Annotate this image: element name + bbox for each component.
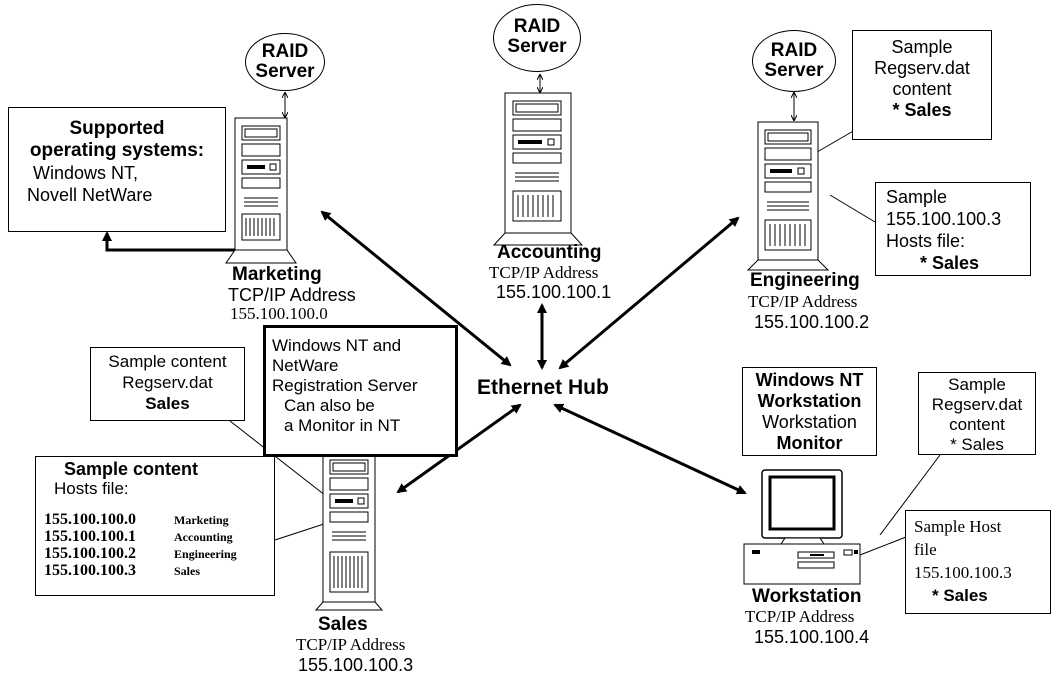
engineering-name: Engineering (750, 270, 860, 291)
callout-eng-hosts (829, 194, 876, 223)
sales-regserv-line2: Regserv.dat (122, 373, 213, 392)
ws-label-line3: Workstation (762, 412, 857, 432)
hosts-row-ip: 155.100.100.3 (44, 562, 136, 579)
supported-os-line2: operating systems: (29, 140, 205, 161)
reg-server-line2: NetWare (272, 356, 339, 375)
registration-server-note: Windows NT and NetWare Registration Serv… (263, 325, 458, 457)
ws-regserv-line4: * Sales (950, 435, 1004, 454)
hosts-row: 155.100.100.1 Accounting (44, 528, 274, 545)
link-os-marketing (102, 231, 245, 255)
hosts-row-name: Sales (174, 564, 201, 578)
hosts-row: 155.100.100.3 Sales (44, 562, 274, 579)
link-marketing-hub (320, 210, 512, 367)
reg-server-line5: a Monitor in NT (284, 416, 401, 435)
hosts-row-name: Accounting (174, 530, 233, 544)
sales-name: Sales (318, 614, 368, 635)
ethernet-hub-label: Ethernet Hub (477, 376, 609, 399)
hosts-row-name: Marketing (174, 513, 229, 527)
hosts-row-ip: 155.100.100.2 (44, 545, 136, 562)
marketing-addr-label: TCP/IP Address (228, 285, 356, 305)
accounting-name: Accounting (497, 242, 602, 263)
reg-server-line3: Registration Server (272, 376, 418, 395)
supported-os-note: Supported operating systems: Windows NT,… (8, 107, 226, 232)
ws-label-line2: Workstation (757, 391, 862, 411)
callout-ws-regserv (879, 454, 941, 536)
eng-hosts-line3: Hosts file: (886, 231, 966, 251)
sales-hosts-note: Sample content Hosts file: 155.100.100.0… (35, 456, 275, 596)
sales-addr-label: TCP/IP Address (296, 635, 406, 654)
supported-os-line1: Supported (69, 118, 165, 139)
accounting-addr-label: TCP/IP Address (489, 263, 599, 282)
callout-sales-regserv (229, 420, 336, 504)
ws-regserv-note: Sample Regserv.dat content * Sales (918, 372, 1036, 455)
ws-regserv-line2: Regserv.dat (931, 395, 1023, 414)
ws-hosts-line2: file (914, 540, 937, 559)
ws-hosts-line1: Sample Host (914, 517, 1002, 536)
sales-hosts-subtitle: Hosts file: (54, 479, 129, 498)
accounting-ip: 155.100.100.1 (496, 282, 612, 302)
link-workstation-hub (553, 403, 747, 495)
workstation-addr-label: TCP/IP Address (745, 607, 855, 626)
eng-regserv-line4: * Sales (892, 100, 952, 120)
callout-ws-hosts (859, 536, 907, 556)
hosts-row: 155.100.100.0 Marketing (44, 511, 274, 528)
ws-label-line4: Monitor (776, 433, 843, 453)
eng-regserv-note: Sample Regserv.dat content * Sales (852, 30, 992, 140)
marketing-name: Marketing (232, 264, 322, 285)
ws-regserv-line3: content (949, 415, 1005, 434)
workstation-name: Workstation (752, 586, 862, 607)
server-tower-marketing (225, 117, 297, 264)
callout-eng-regserv (811, 129, 856, 156)
reg-server-line1: Windows NT and (272, 336, 402, 355)
hosts-row-ip: 155.100.100.0 (44, 511, 136, 528)
eng-hosts-note: Sample 155.100.100.3 Hosts file: * Sales (875, 182, 1031, 276)
ws-hosts-line4: * Sales (932, 586, 988, 605)
hosts-row: 155.100.100.2 Engineering (44, 545, 274, 562)
sales-regserv-note: Sample content Regserv.dat Sales (90, 347, 245, 421)
eng-hosts-line4: * Sales (920, 253, 980, 273)
sales-hosts-title: Sample content (64, 459, 199, 479)
ws-regserv-line1: Sample (948, 375, 1006, 394)
supported-os-line3: Windows NT, (33, 163, 139, 183)
eng-regserv-line1: Sample (891, 37, 953, 57)
sales-ip: 155.100.100.3 (298, 655, 414, 675)
marketing-ip: 155.100.100.0 (230, 304, 328, 323)
hosts-row-ip: 155.100.100.1 (44, 528, 136, 545)
hosts-row-name: Engineering (174, 547, 237, 561)
supported-os-line4: Novell NetWare (27, 185, 153, 205)
sales-regserv-line3: Sales (145, 394, 190, 413)
sales-regserv-line1: Sample content (108, 352, 227, 371)
reg-server-line4: Can also be (284, 396, 375, 415)
ws-hosts-line3: 155.100.100.3 (914, 563, 1012, 582)
eng-hosts-line2: 155.100.100.3 (886, 209, 1002, 229)
eng-regserv-line2: Regserv.dat (874, 58, 970, 78)
callout-sales-hosts (274, 521, 331, 541)
server-tower-accounting (492, 92, 584, 246)
ws-label-line1: Windows NT (755, 370, 864, 390)
workstation-computer-icon (743, 469, 861, 585)
server-tower-engineering (746, 121, 830, 271)
link-sales-hub (396, 403, 522, 494)
ws-hosts-note: Sample Host file 155.100.100.3 * Sales (905, 510, 1051, 614)
workstation-ip: 155.100.100.4 (754, 627, 870, 647)
eng-regserv-line3: content (892, 79, 952, 99)
engineering-ip: 155.100.100.2 (754, 312, 870, 332)
link-engineering-hub (558, 216, 740, 370)
engineering-addr-label: TCP/IP Address (748, 292, 858, 311)
server-tower-sales (314, 451, 384, 611)
eng-hosts-line1: Sample (886, 187, 948, 207)
ws-label-box: Windows NT Workstation Workstation Monit… (742, 367, 877, 456)
